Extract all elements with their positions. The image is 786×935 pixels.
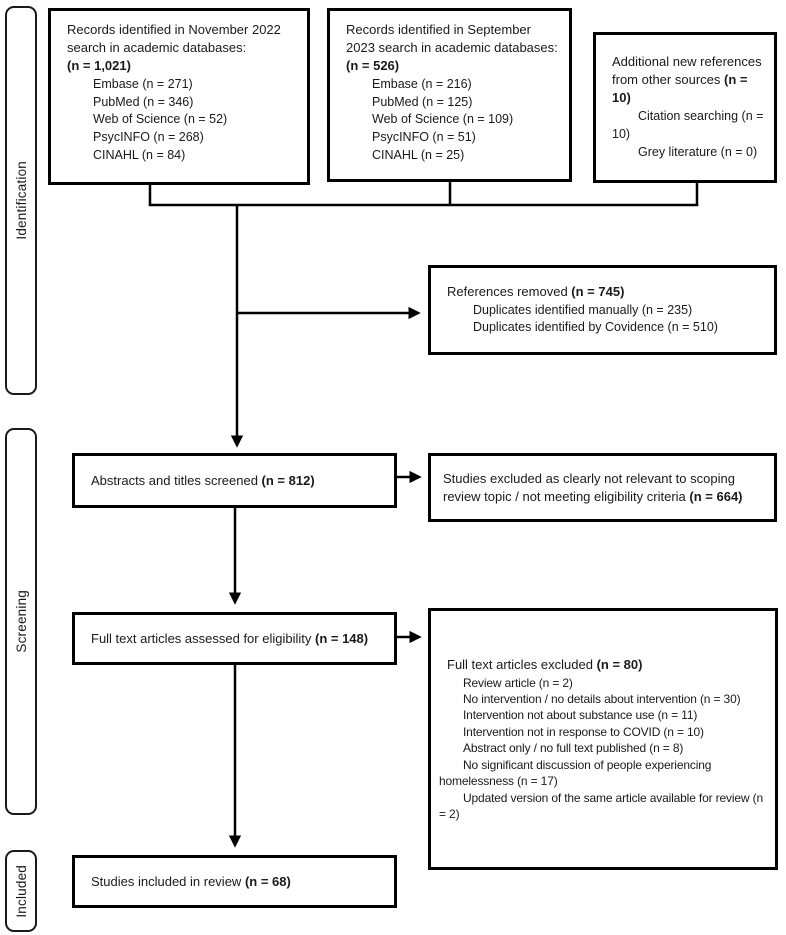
stage-tab-screening: Screening	[5, 428, 37, 815]
box-title-text: References removed	[447, 283, 568, 299]
box-fulltext-assessed: Full text articles assessed for eligibil…	[72, 612, 397, 665]
box-count: (n = 526)	[346, 57, 400, 73]
list-item: Duplicates identified by Covidence (n = …	[473, 320, 718, 335]
box-fulltext-excluded: Full text articles excluded (n = 80) Rev…	[428, 608, 778, 870]
box-title-text: Studies excluded as clearly not relevant…	[443, 470, 735, 504]
list-item: PubMed (n = 125)	[372, 94, 473, 109]
list-item: Abstract only / no full text published (…	[463, 741, 684, 756]
box-count: (n = 68)	[244, 873, 291, 889]
list-item: Grey literature (n = 0)	[638, 144, 758, 159]
box-items: Embase (n = 271) PubMed (n = 346) Web of…	[67, 76, 299, 165]
box-additional-sources: Additional new references from other sou…	[593, 32, 777, 183]
box-title: Studies included in review (n = 68)	[91, 873, 386, 891]
box-title: Full text articles assessed for eligibil…	[91, 630, 386, 648]
box-items: Review article (n = 2) No intervention /…	[439, 675, 770, 823]
list-item: No intervention / no details about inter…	[463, 691, 741, 706]
box-title-text: Records identified in September 2023 sea…	[346, 22, 558, 55]
box-items: Duplicates identified manually (n = 235)…	[447, 302, 766, 338]
box-count: (n = 10)	[612, 72, 748, 106]
box-abstracts-screened: Abstracts and titles screened (n = 812)	[72, 453, 397, 508]
list-item: Intervention not in response to COVID (n…	[463, 724, 704, 739]
stage-label-screening: Screening	[13, 590, 29, 653]
list-item: Web of Science (n = 109)	[372, 112, 514, 127]
box-count: (n = 812)	[261, 472, 315, 488]
list-item: PsycINFO (n = 268)	[93, 130, 204, 145]
box-title: Abstracts and titles screened (n = 812)	[91, 472, 386, 490]
box-references-removed: References removed (n = 745) Duplicates …	[428, 265, 777, 355]
box-title: Additional new references from other sou…	[612, 53, 766, 107]
box-count: (n = 1,021)	[67, 57, 131, 73]
list-item: Embase (n = 216)	[372, 76, 472, 91]
box-title-text: Additional new references from other sou…	[612, 54, 762, 88]
box-count: (n = 664)	[689, 488, 743, 504]
stage-label-included: Included	[13, 864, 29, 918]
box-items: Citation searching (n = 10) Grey literat…	[612, 108, 766, 161]
box-records-sep-2023: Records identified in September 2023 sea…	[327, 8, 572, 182]
list-item: Duplicates identified manually (n = 235)	[473, 302, 693, 317]
box-items: Embase (n = 216) PubMed (n = 125) Web of…	[346, 76, 561, 165]
list-item: Updated version of the same article avai…	[439, 790, 763, 821]
box-count: (n = 80)	[596, 656, 643, 672]
list-item: Intervention not about substance use (n …	[463, 708, 698, 723]
list-item: CINAHL (n = 84)	[93, 147, 186, 162]
box-count: (n = 148)	[314, 630, 369, 646]
box-title-text: Abstracts and titles screened	[91, 472, 258, 488]
box-title-text: Full text articles excluded	[447, 656, 593, 672]
list-item: Citation searching (n = 10)	[612, 109, 764, 142]
box-included-studies: Studies included in review (n = 68)	[72, 855, 397, 908]
list-item: Web of Science (n = 52)	[93, 112, 228, 127]
list-item: Embase (n = 271)	[93, 76, 193, 91]
box-title-text: Records identified in November 2022 sear…	[67, 22, 281, 55]
box-studies-excluded: Studies excluded as clearly not relevant…	[428, 453, 777, 522]
list-item: PubMed (n = 346)	[93, 94, 194, 109]
box-title-text: Studies included in review	[91, 873, 242, 889]
box-title: Studies excluded as clearly not relevant…	[443, 470, 766, 506]
box-records-nov-2022: Records identified in November 2022 sear…	[48, 8, 310, 185]
list-item: No significant discussion of people expe…	[439, 757, 712, 789]
stage-tab-included: Included	[5, 850, 37, 932]
list-item: CINAHL (n = 25)	[372, 147, 465, 162]
box-title-text: Full text articles assessed for eligibil…	[91, 630, 312, 646]
box-count: (n = 745)	[571, 283, 625, 299]
list-item: PsycINFO (n = 51)	[372, 130, 476, 145]
box-title: Records identified in November 2022 sear…	[67, 21, 299, 57]
box-title: Full text articles excluded (n = 80)	[439, 656, 770, 674]
box-title: References removed (n = 745)	[447, 283, 766, 301]
stage-label-identification: Identification	[13, 161, 29, 240]
box-title: Records identified in September 2023 sea…	[346, 21, 561, 57]
stage-tab-identification: Identification	[5, 6, 37, 395]
list-item: Review article (n = 2)	[463, 675, 573, 690]
